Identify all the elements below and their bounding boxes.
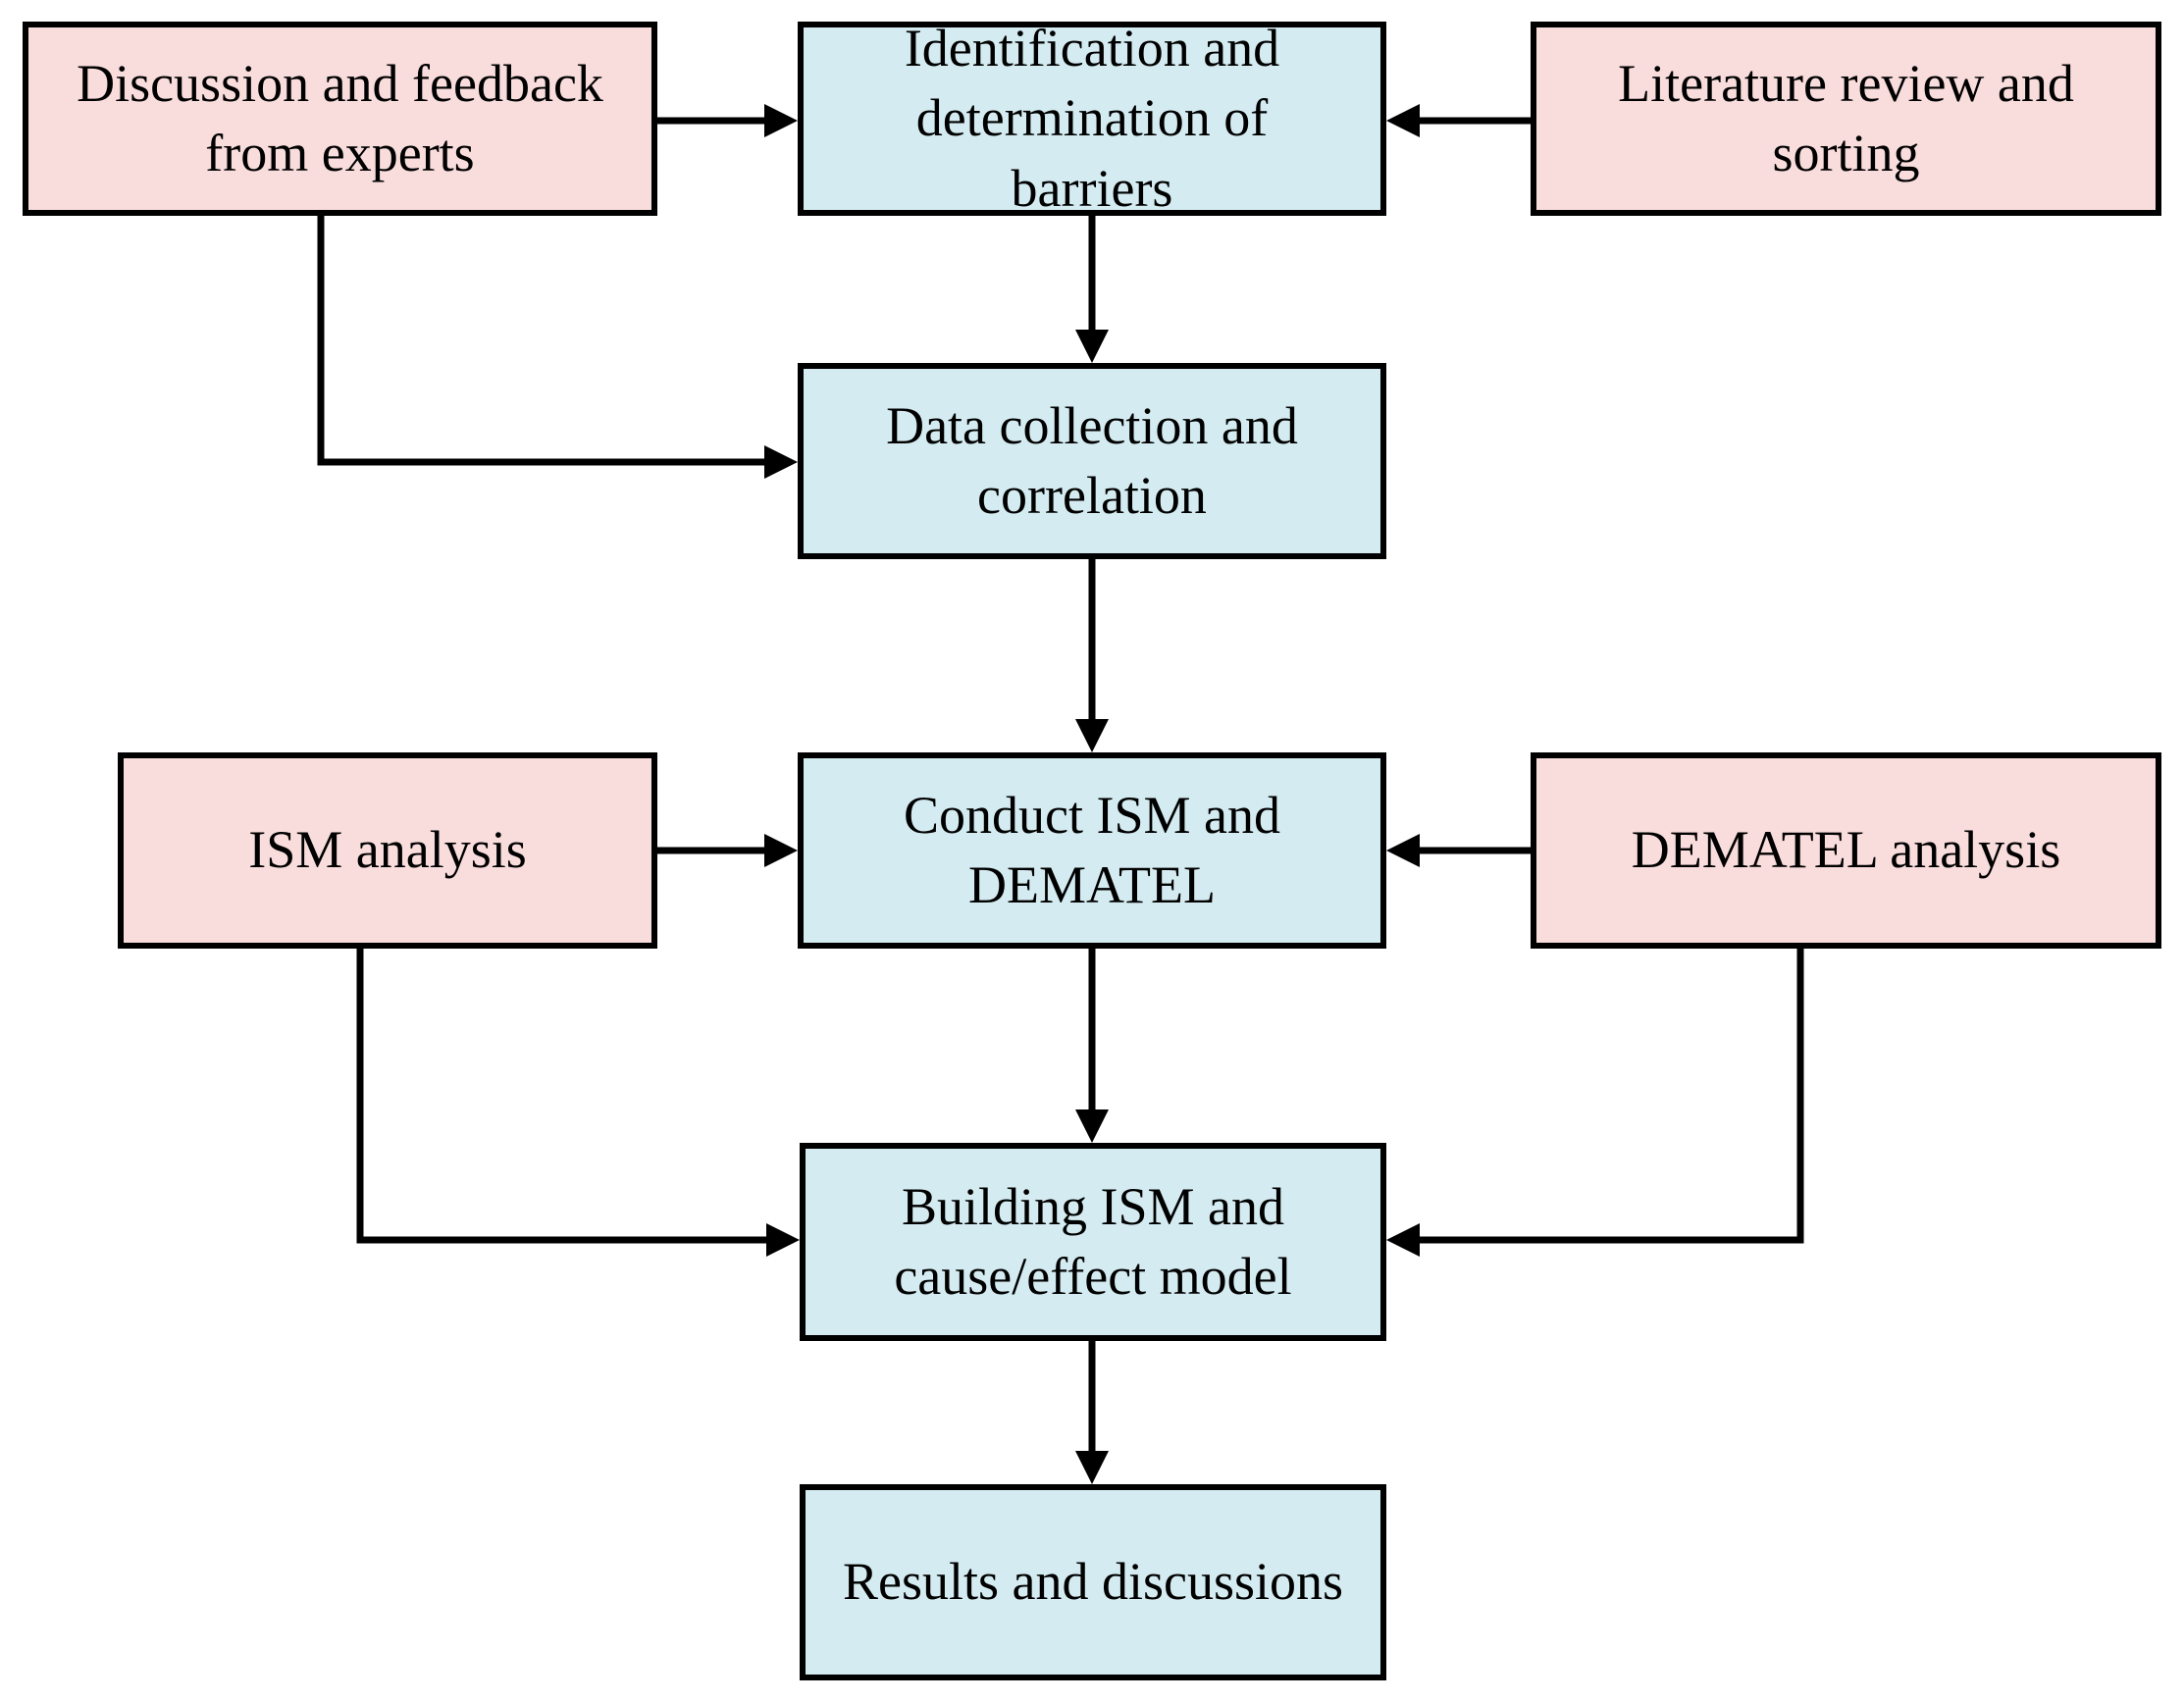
node-label: DEMATEL analysis (1631, 820, 2061, 880)
node-dematel-analysis[interactable]: DEMATEL analysis (1531, 752, 2161, 949)
node-label: ISM analysis (248, 820, 527, 880)
edge-building-to-results (1075, 1341, 1109, 1484)
edge-dematel-to-conduct (1386, 834, 1531, 867)
edge-ism-to-building (356, 949, 800, 1257)
edge-ism-to-conduct (657, 834, 798, 867)
edge-discussion-to-data (317, 216, 798, 479)
node-results-discussions[interactable]: Results and discussions (800, 1484, 1386, 1680)
edge-dematel-to-building (1386, 949, 1804, 1257)
node-label: Results and discussions (842, 1552, 1344, 1612)
edge-literature-to-identification (1386, 104, 1531, 137)
node-ism-analysis[interactable]: ISM analysis (118, 752, 657, 949)
edge-identification-to-data (1075, 216, 1109, 363)
edge-data-to-conduct (1075, 559, 1109, 752)
edge-discussion-to-identification (657, 104, 798, 137)
edge-conduct-to-building (1075, 949, 1109, 1143)
